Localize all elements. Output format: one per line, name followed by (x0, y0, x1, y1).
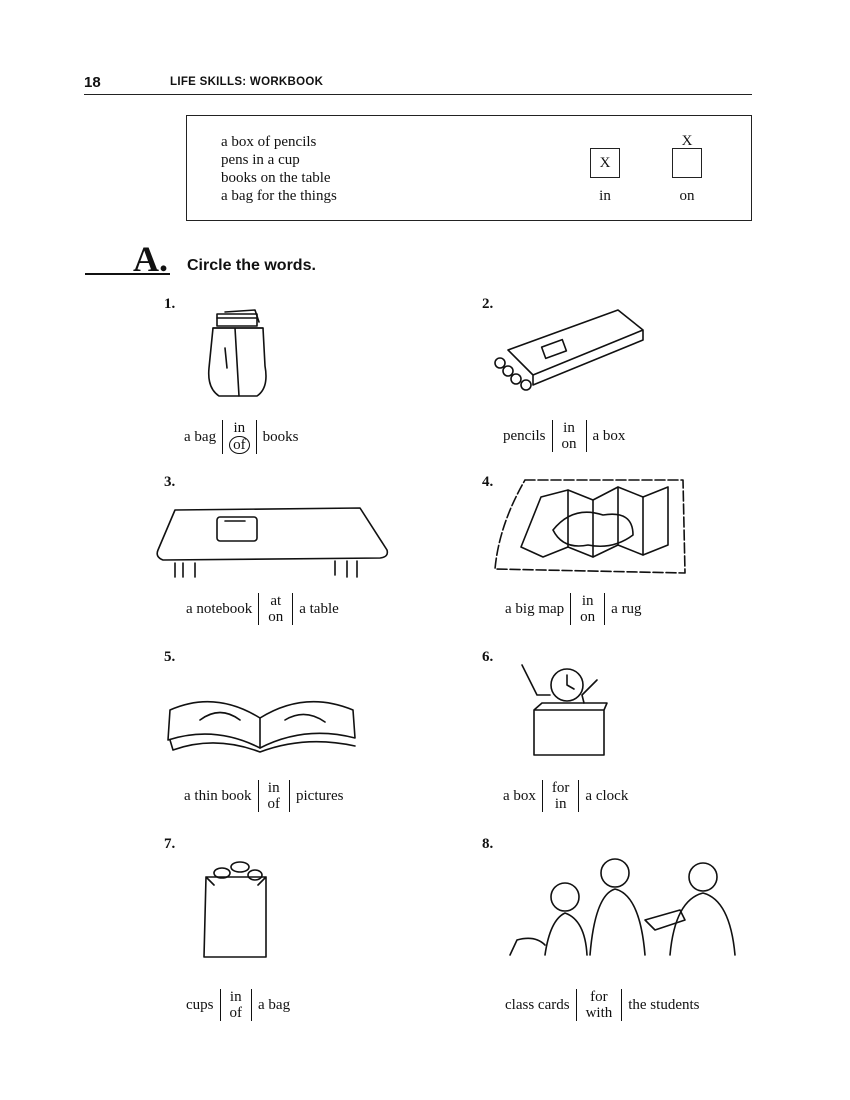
example-line: a box of pencils (221, 134, 317, 150)
item-number: 6. (482, 649, 494, 665)
map-on-rug-icon (494, 479, 686, 574)
option-with[interactable]: with (585, 1005, 613, 1021)
word-choice: in of (257, 780, 290, 812)
bag-of-cups-icon (203, 861, 267, 958)
option-in[interactable]: in (581, 593, 594, 609)
example-line: pens in a cup (221, 152, 300, 168)
running-title: LIFE SKILLS: WORKBOOK (170, 76, 324, 88)
example-phrases: a box of pencils pens in a cup books on … (221, 133, 337, 205)
item-phrase: class cards for with the students (505, 989, 699, 1021)
option-of[interactable]: of (267, 796, 281, 812)
item-number: 3. (164, 474, 176, 490)
option-for[interactable]: for (551, 780, 570, 796)
option-in[interactable]: in (554, 796, 567, 812)
word-choice: in on (570, 593, 606, 625)
phrase-after: books (262, 428, 299, 445)
phrase-before: class cards (505, 996, 570, 1013)
option-on[interactable]: on (580, 609, 596, 625)
item-phrase: a box for in a clock (503, 780, 628, 812)
phrase-before: a box (503, 787, 536, 804)
example-box: a box of pencils pens in a cup books on … (186, 115, 752, 221)
word-choice: in of (222, 420, 257, 454)
item-number: 2. (482, 296, 494, 312)
item-phrase: a big map in on a rug (505, 593, 642, 625)
notebook-on-table-icon (156, 507, 389, 578)
phrase-after: a rug (611, 600, 642, 617)
item-number: 5. (164, 649, 176, 665)
word-choice: at on (258, 593, 294, 625)
clock-in-box-icon (521, 664, 608, 756)
item-phrase: pencils in on a box (503, 420, 625, 452)
in-label: in (599, 188, 611, 204)
on-diagram: X on (667, 133, 707, 205)
section-letter: A. (133, 239, 168, 279)
phrase-after: a box (592, 427, 626, 444)
item-number: 4. (482, 474, 494, 490)
box-of-pencils-icon (494, 309, 644, 391)
option-in[interactable]: in (233, 420, 246, 436)
option-in[interactable]: in (267, 780, 280, 796)
phrase-before: cups (186, 996, 214, 1013)
phrase-before: a notebook (186, 600, 253, 617)
item-phrase: cups in of a bag (186, 989, 290, 1021)
phrase-after: a table (299, 600, 339, 617)
option-on[interactable]: on (268, 609, 284, 625)
phrase-after: pictures (296, 787, 344, 804)
phrase-before: pencils (503, 427, 546, 444)
x-mark-on-top: X (681, 133, 693, 149)
word-choice: in on (551, 420, 587, 452)
word-choice: for with (575, 989, 623, 1021)
option-on[interactable]: on (561, 436, 577, 452)
option-for[interactable]: for (590, 989, 608, 1005)
item-number: 7. (164, 836, 176, 852)
phrase-after: the students (628, 996, 700, 1013)
phrase-after: a bag (258, 996, 291, 1013)
students-icon (509, 858, 736, 956)
option-in[interactable]: in (563, 420, 575, 436)
option-in[interactable]: in (229, 989, 242, 1005)
option-at[interactable]: at (270, 593, 282, 609)
phrase-after: a clock (585, 787, 629, 804)
item-number: 1. (164, 296, 176, 312)
on-label: on (679, 188, 695, 204)
picture-book-icon (167, 700, 356, 753)
item-number: 8. (482, 836, 494, 852)
on-square (672, 148, 702, 178)
section-instruction: Circle the words. (187, 257, 316, 274)
section-rule (85, 273, 170, 275)
phrase-before: a bag (184, 428, 217, 445)
option-of-circled[interactable]: of (229, 436, 250, 454)
word-choice: in of (219, 989, 252, 1021)
option-of[interactable]: of (229, 1005, 243, 1021)
bag-of-books-icon (207, 309, 267, 397)
x-mark-inside: X (599, 154, 611, 171)
item-phrase: a bag in of books (184, 420, 298, 454)
example-line: books on the table (221, 170, 331, 186)
example-line: a bag for the things (221, 188, 337, 204)
header-divider (84, 94, 752, 95)
item-phrase: a thin book in of pictures (184, 780, 343, 812)
word-choice: for in (541, 780, 580, 812)
phrase-before: a thin book (184, 787, 252, 804)
page-number: 18 (84, 74, 101, 91)
item-phrase: a notebook at on a table (186, 593, 339, 625)
in-square: X (590, 148, 620, 178)
phrase-before: a big map (505, 600, 565, 617)
in-diagram: X in (585, 148, 625, 205)
